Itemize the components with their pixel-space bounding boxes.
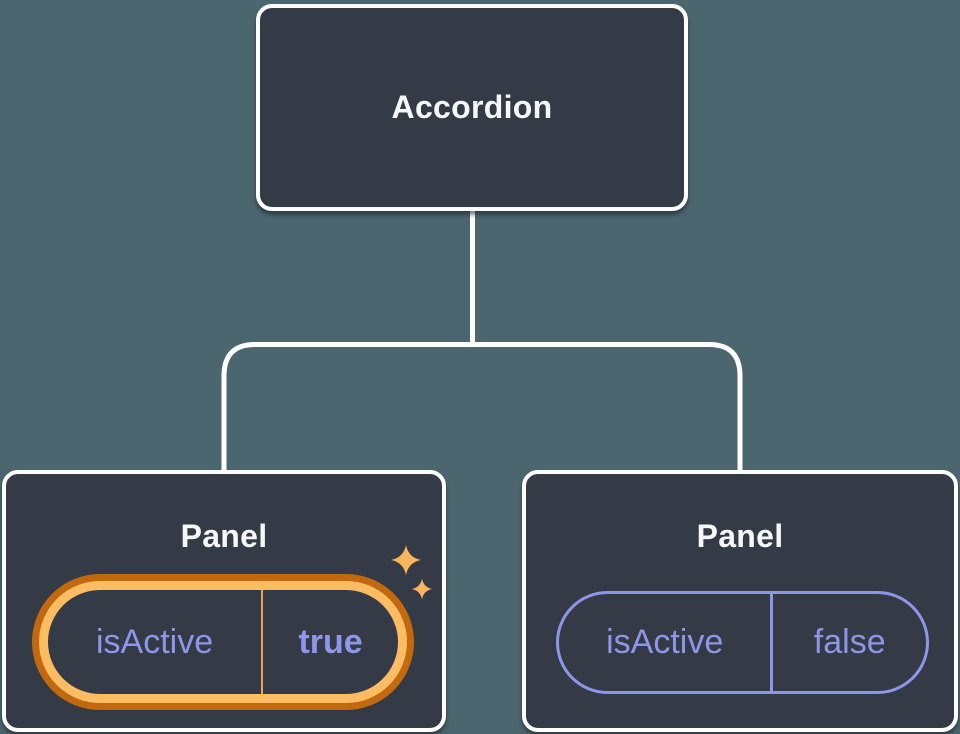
prop-value-cell: true bbox=[263, 590, 398, 694]
panel-node-active: Panel isActive true bbox=[2, 470, 446, 732]
prop-name: isActive bbox=[606, 623, 724, 661]
state-pill-inactive: isActive false bbox=[556, 591, 929, 694]
state-pill-body: isActive true bbox=[48, 590, 398, 694]
panel-label: Panel bbox=[180, 518, 268, 554]
prop-name-cell: isActive bbox=[559, 594, 774, 691]
panel-label: Panel bbox=[696, 518, 784, 554]
panel-node-inactive: Panel isActive false bbox=[522, 470, 958, 732]
sparkle-icon bbox=[411, 578, 433, 600]
prop-value-cell: false bbox=[773, 594, 926, 691]
prop-name: isActive bbox=[96, 622, 214, 661]
sparkle-icon bbox=[391, 545, 421, 575]
accordion-node: Accordion bbox=[256, 4, 688, 211]
prop-value: true bbox=[298, 622, 363, 661]
prop-value: false bbox=[813, 623, 886, 661]
prop-name-cell: isActive bbox=[48, 590, 264, 694]
accordion-label: Accordion bbox=[391, 89, 553, 125]
state-pill-active: isActive true bbox=[32, 574, 414, 710]
